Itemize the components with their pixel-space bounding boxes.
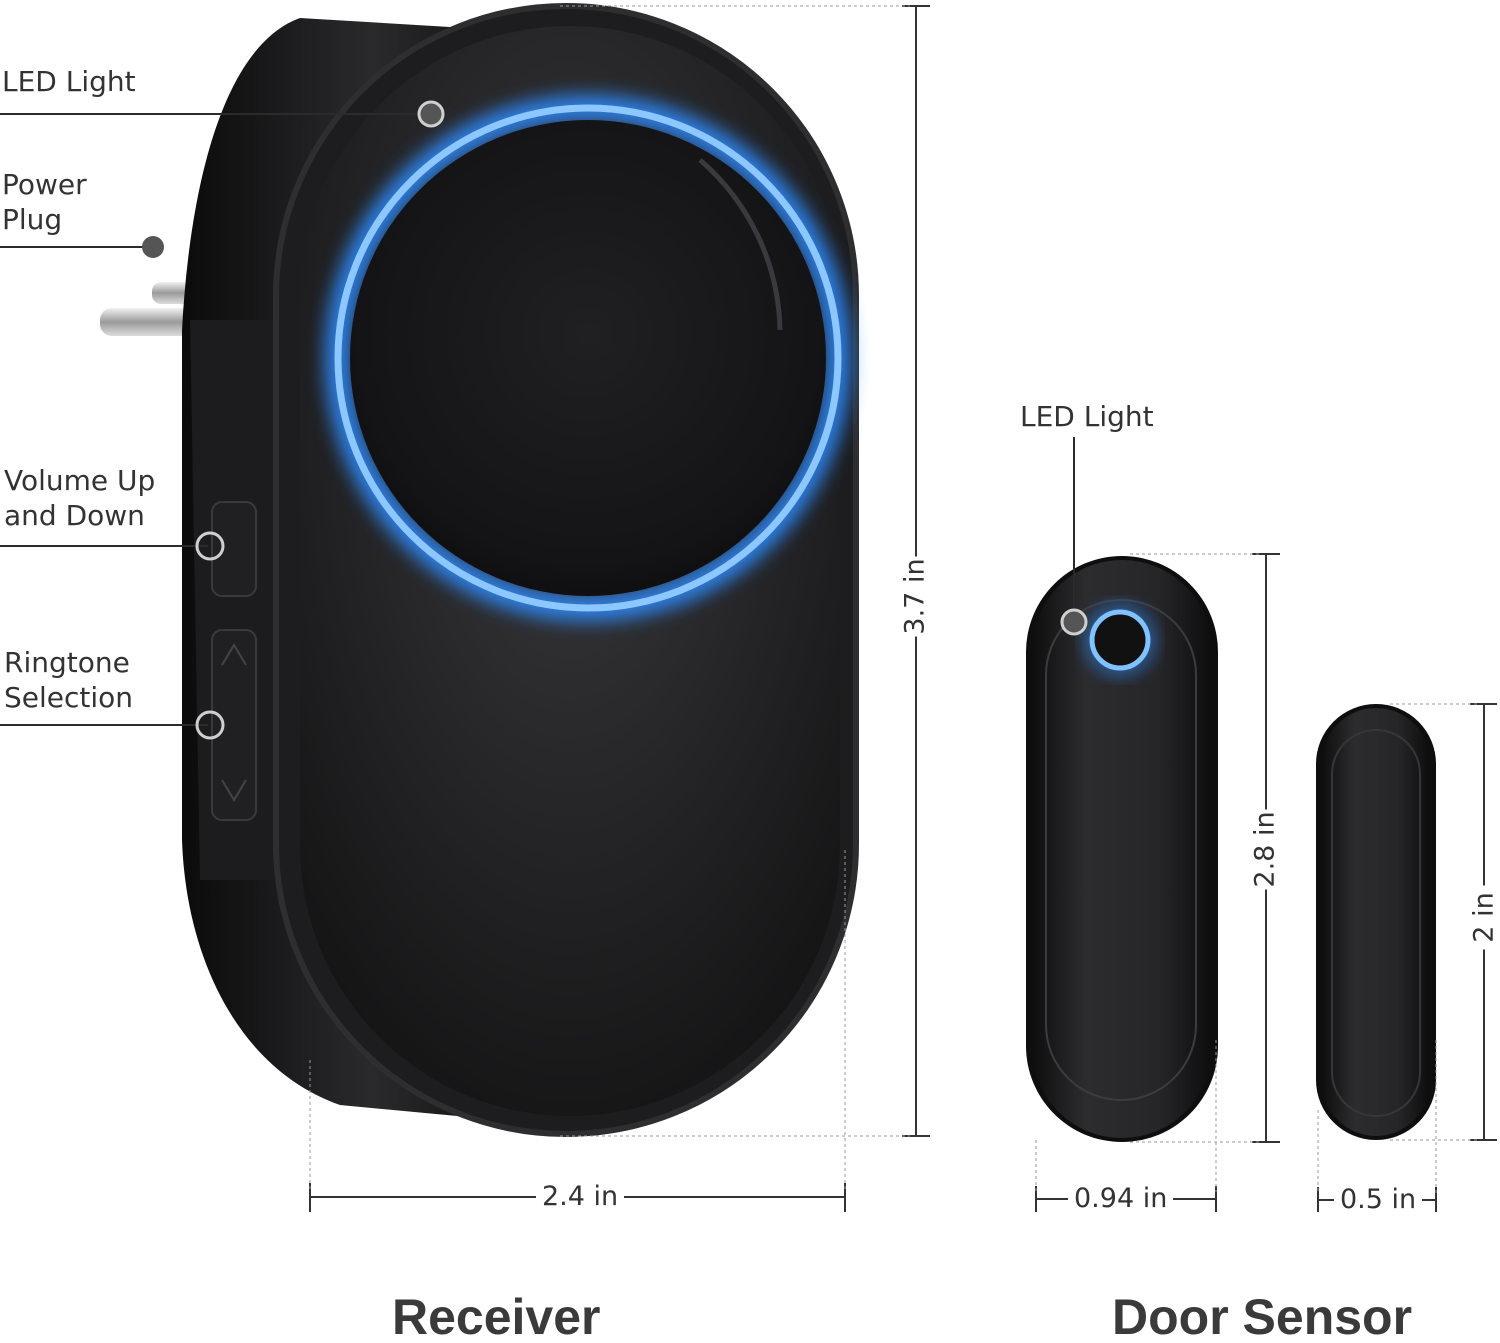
sensor-callout-line <box>1060 437 1088 636</box>
power-plug-label-line2: Plug <box>2 203 63 236</box>
sensor-height-label: 2.8 in <box>1249 809 1281 890</box>
receiver-height-label: 3.7 in <box>899 556 931 637</box>
sensor-led-indicator <box>1089 609 1151 671</box>
receiver-device <box>100 3 859 1137</box>
ringtone-label-line1: Ringtone <box>4 646 130 679</box>
magnet-height-label: 2 in <box>1469 885 1500 950</box>
magnet-device <box>1316 704 1436 1140</box>
door-sensor-title: Door Sensor <box>1112 1289 1413 1343</box>
power-plug-label-line1: Power <box>2 168 87 201</box>
ringtone-label-line2: Selection <box>4 681 134 714</box>
volume-label-line1: Volume Up <box>4 464 156 497</box>
receiver-width-label: 2.4 in <box>536 1183 625 1210</box>
volume-label-line2: and Down <box>4 499 145 532</box>
receiver-callout-lines <box>0 113 430 726</box>
ringtone-button <box>211 629 257 821</box>
receiver-title: Receiver <box>392 1289 601 1343</box>
volume-button <box>211 501 257 597</box>
receiver-led-light-label: LED Light <box>2 65 136 98</box>
sensor-width-label: 0.94 in <box>1068 1185 1174 1212</box>
receiver-guide-lines <box>309 5 910 1190</box>
led-ring <box>334 104 842 612</box>
door-sensor-device <box>1026 556 1218 1142</box>
sensor-guide-lines <box>1035 553 1478 1194</box>
magnet-width-label: 0.5 in <box>1334 1186 1423 1213</box>
sensor-led-light-label: LED Light <box>1020 400 1154 433</box>
callout-markers <box>142 100 445 740</box>
